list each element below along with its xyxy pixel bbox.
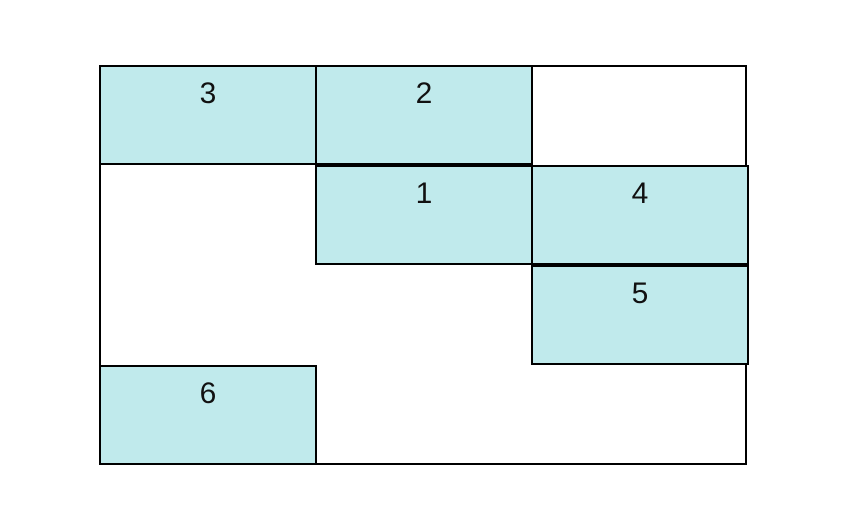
cell-1: 1: [315, 165, 533, 265]
cell-label: 3: [199, 77, 217, 110]
cell-label: 6: [199, 377, 217, 410]
cell-label: 5: [631, 277, 649, 310]
cell-4: 4: [531, 165, 749, 265]
cell-label: 4: [631, 177, 649, 210]
cell-5: 5: [531, 265, 749, 365]
cell-label: 1: [415, 177, 433, 210]
cell-3: 3: [99, 65, 317, 165]
cell-2: 2: [315, 65, 533, 165]
cell-label: 2: [415, 77, 433, 110]
cell-6: 6: [99, 365, 317, 465]
